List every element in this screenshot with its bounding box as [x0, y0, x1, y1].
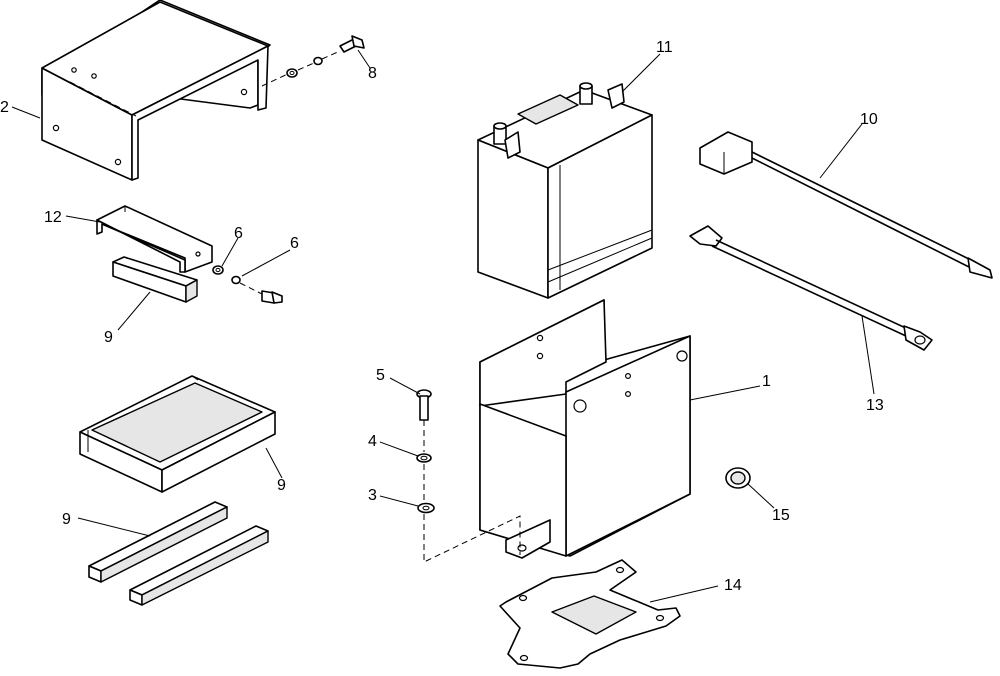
callout-9a: 9: [104, 329, 113, 346]
callout-1: 1: [762, 373, 771, 390]
callout-8: 8: [368, 65, 377, 82]
callout-15: 15: [772, 507, 790, 524]
part-15-grommet: [725, 467, 751, 489]
part-11-battery: [477, 82, 653, 299]
callout-6a: 6: [234, 225, 243, 242]
callout-9b: 9: [277, 477, 286, 494]
callout-labels: 2 8 12 6 6 9 9 9 11 10 13 1 5 4 3 15 14: [0, 39, 884, 594]
part-3-flat-washer: [417, 502, 435, 514]
callout-3: 3: [368, 487, 377, 504]
part-2-bracket-cover: [41, 0, 293, 181]
part-6-washers-bolt: [212, 265, 283, 304]
callout-12: 12: [44, 209, 62, 226]
part-5-bolt: [416, 389, 432, 421]
part-13-ground-cable: [689, 225, 933, 351]
callout-14: 14: [724, 577, 742, 594]
callout-5: 5: [376, 367, 385, 384]
part-9-foam-tray: [79, 375, 276, 493]
part-14-mounting-plate: [499, 559, 681, 669]
callout-13: 13: [866, 397, 884, 414]
part-8-bolt-assembly: [286, 35, 365, 78]
callout-9c: 9: [62, 511, 71, 528]
callout-10: 10: [860, 111, 878, 128]
part-12-small-bracket: [96, 205, 213, 273]
part-10-battery-cable: [699, 131, 993, 279]
part-1-battery-box: [479, 299, 691, 559]
leader-lines: [11, 49, 875, 603]
callout-6b: 6: [290, 235, 299, 252]
callout-11: 11: [656, 39, 673, 56]
callout-2: 2: [0, 99, 9, 116]
part-4-lock-washer: [416, 453, 432, 463]
part-9-foam-block-small: [112, 256, 198, 303]
callout-4: 4: [368, 433, 377, 450]
part-9-foam-bars: [88, 501, 269, 606]
